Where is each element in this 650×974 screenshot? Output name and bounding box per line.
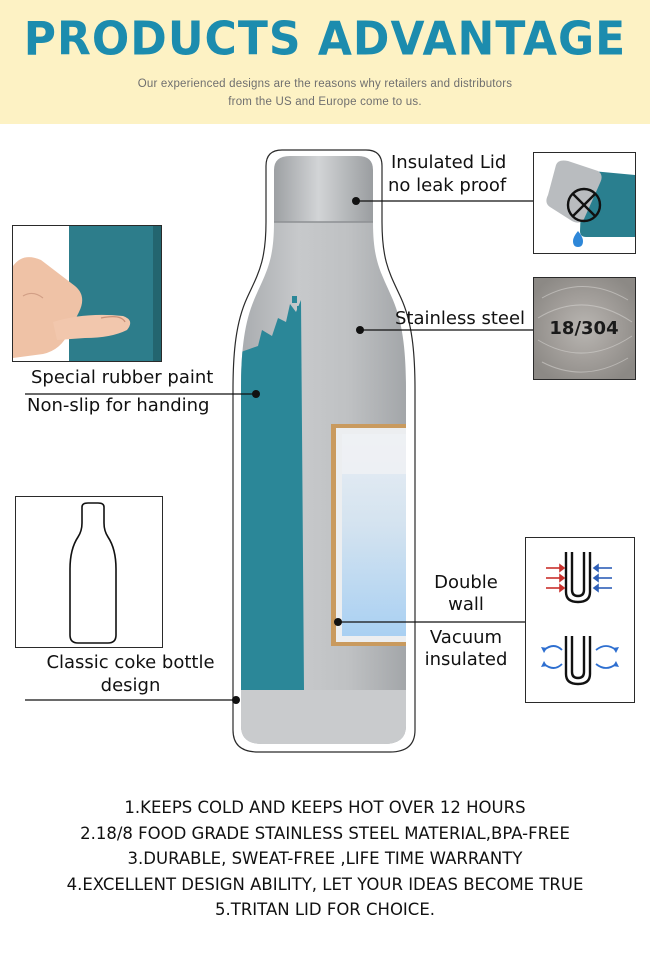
rubber-paint-area bbox=[241, 300, 304, 690]
subtitle-line-2: from the US and Europe come to us. bbox=[228, 96, 422, 108]
heat-arrows-icon bbox=[546, 552, 612, 604]
lid-label-line-1: Insulated Lid bbox=[391, 152, 507, 173]
header-banner: PRODUCTS ADVANTAGE Our experienced desig… bbox=[0, 0, 650, 124]
vacuum-label-line-1: Vacuum bbox=[429, 627, 503, 648]
classic-label-line-2: design bbox=[100, 675, 161, 696]
water-drop-icon bbox=[573, 231, 583, 247]
classic-label-line-1: Classic coke bottle bbox=[46, 652, 215, 673]
lid-inset bbox=[533, 152, 636, 254]
steel-badge: 18/304 bbox=[549, 318, 618, 339]
no-leak-icon bbox=[566, 187, 602, 223]
rubber-inset bbox=[12, 225, 162, 362]
vacuum-label-line-2: insulated bbox=[424, 649, 508, 670]
bottle-lid bbox=[274, 156, 373, 222]
feature-item-3: 3.DURABLE, SWEAT-FREE ,LIFE TIME WARRANT… bbox=[127, 849, 523, 868]
bottle-illustration bbox=[25, 149, 535, 753]
feature-item-1: 1.KEEPS COLD AND KEEPS HOT OVER 12 HOURS bbox=[124, 798, 526, 817]
double-wall-inset bbox=[525, 537, 635, 703]
page-title: PRODUCTS ADVANTAGE bbox=[23, 12, 627, 67]
double-wall-label-line-1: Double bbox=[434, 572, 498, 593]
steel-label: Stainless steel bbox=[395, 308, 526, 329]
lid-label-line-2: no leak proof bbox=[388, 175, 507, 196]
feature-list: 1.KEEPS COLD AND KEEPS HOT OVER 12 HOURS… bbox=[0, 795, 650, 923]
feature-item-4: 4.EXCELLENT DESIGN ABILITY, LET YOUR IDE… bbox=[66, 874, 584, 894]
vacuum-arrows-icon bbox=[541, 636, 619, 686]
feature-item-5: 5.TRITAN LID FOR CHOICE. bbox=[215, 900, 435, 919]
feature-item-2: 2.18/8 FOOD GRADE STAINLESS STEEL MATERI… bbox=[80, 823, 570, 843]
steel-inset: 18/304 bbox=[533, 277, 636, 380]
rubber-label-line-1: Special rubber paint bbox=[31, 367, 214, 388]
rubber-label-line-2: Non-slip for handing bbox=[27, 395, 210, 416]
double-wall-label-line-2: wall bbox=[448, 594, 484, 615]
classic-bottle-inset bbox=[15, 496, 163, 648]
bottle-outline-icon bbox=[69, 502, 117, 644]
subtitle-line-1: Our experienced designs are the reasons … bbox=[137, 78, 513, 90]
